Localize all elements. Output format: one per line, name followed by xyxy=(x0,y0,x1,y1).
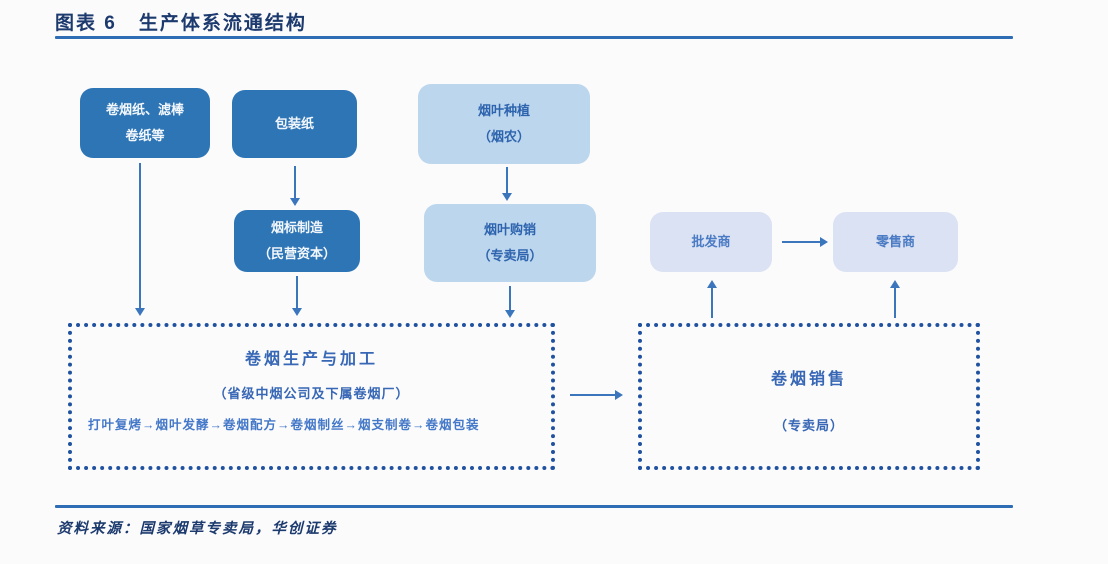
dashed-box-sales: 卷烟销售 （专卖局） xyxy=(638,323,980,470)
box-label-line2: （专卖局） xyxy=(477,247,543,263)
box-tobacco-planting: 烟叶种植 （烟农） xyxy=(418,84,590,164)
arrow-leaftrade-to-production-icon xyxy=(504,286,516,318)
arrow-production-to-sales-icon xyxy=(570,389,623,401)
arrow-shaft xyxy=(506,167,508,193)
arrow-head xyxy=(502,193,512,201)
production-title: 卷烟生产与加工 xyxy=(244,351,378,368)
arrow-sales-to-retailer-icon xyxy=(889,280,901,318)
title-divider xyxy=(55,36,1013,39)
arrow-head xyxy=(135,308,145,316)
box-packaging-paper: 包装纸 xyxy=(232,90,357,158)
arrow-shaft xyxy=(294,166,296,198)
dashed-box-production: 卷烟生产与加工 （省级中烟公司及下属卷烟厂） 打叶复烤→烟叶发酵→卷烟配方→卷烟… xyxy=(68,323,555,470)
box-label-line1: 烟标制造 xyxy=(270,220,323,236)
footer-divider xyxy=(55,505,1013,508)
box-label-manufacturing: 烟标制造 （民营资本） xyxy=(234,210,360,272)
box-label-line1: 烟叶种植 xyxy=(477,103,530,119)
arrow-shaft xyxy=(894,288,896,318)
production-subtitle: （省级中烟公司及下属卷烟厂） xyxy=(213,386,410,401)
arrow-shaft xyxy=(570,394,615,396)
arrow-shaft xyxy=(711,288,713,318)
arrow-shaft xyxy=(782,241,820,243)
box-retailer: 零售商 xyxy=(833,212,958,272)
box-cigarette-paper-filter: 卷烟纸、滤棒 卷纸等 xyxy=(80,88,210,158)
production-process-flow: 打叶复烤→烟叶发酵→卷烟配方→卷烟制丝→烟支制卷→卷烟包装 xyxy=(88,418,480,432)
arrow-sales-to-wholesaler-icon xyxy=(706,280,718,318)
sales-title: 卷烟销售 xyxy=(770,371,847,388)
figure-title: 图表 6 生产体系流通结构 xyxy=(55,8,307,35)
box-label-line2: （民营资本） xyxy=(257,245,336,261)
arrow-packaging-to-labelmfg-icon xyxy=(289,166,301,206)
box-label-line2: 卷纸等 xyxy=(125,127,165,143)
arrow-wholesaler-to-retailer-icon xyxy=(782,236,828,248)
box-label: 包装纸 xyxy=(274,115,314,131)
arrow-shaft xyxy=(296,276,298,308)
box-label: 零售商 xyxy=(875,233,915,249)
arrow-head xyxy=(505,310,515,318)
arrow-head xyxy=(707,280,717,288)
arrow-head xyxy=(615,390,623,400)
sales-subtitle: （专卖局） xyxy=(773,418,844,433)
arrow-materials-to-production-icon xyxy=(134,163,146,316)
arrow-head xyxy=(292,308,302,316)
arrow-planting-to-leaftrade-icon xyxy=(501,167,513,201)
figure-number: 图表 6 xyxy=(55,13,117,34)
arrow-head xyxy=(290,198,300,206)
box-label-line2: （烟农） xyxy=(477,128,530,144)
figure-title-text: 生产体系流通结构 xyxy=(138,13,307,34)
arrow-shaft xyxy=(139,163,141,308)
arrow-head xyxy=(820,237,828,247)
box-label-line1: 烟叶购销 xyxy=(483,222,536,238)
box-leaf-purchase-sales: 烟叶购销 （专卖局） xyxy=(424,204,596,282)
box-label: 批发商 xyxy=(691,233,731,249)
arrow-head xyxy=(890,280,900,288)
arrow-shaft xyxy=(509,286,511,310)
box-label-line1: 卷烟纸、滤棒 xyxy=(105,102,184,118)
arrow-labelmfg-to-production-icon xyxy=(291,276,303,316)
data-source: 资料来源：国家烟草专卖局，华创证券 xyxy=(57,521,338,537)
box-wholesaler: 批发商 xyxy=(650,212,772,272)
